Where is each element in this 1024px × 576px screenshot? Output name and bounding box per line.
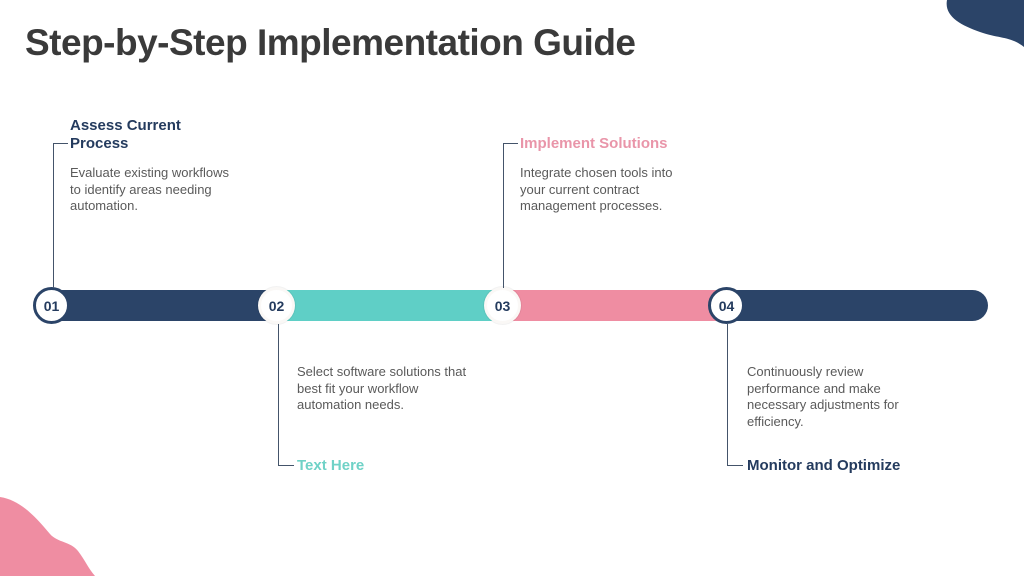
timeline-node-01: 01 [33, 287, 70, 324]
page-title: Step-by-Step Implementation Guide [25, 22, 636, 63]
corner-blob-top-right-shape [946, 0, 1024, 47]
timeline-node-04: 04 [708, 287, 745, 324]
connector-step-1 [53, 143, 68, 288]
timeline-segment-3 [502, 290, 726, 321]
corner-blob-bottom-left-shape [0, 497, 95, 576]
corner-blob-top-right [946, 0, 1024, 47]
connector-step-4 [727, 324, 743, 466]
timeline-segment-1 [36, 290, 276, 321]
step-4-title: Monitor and Optimize [747, 457, 901, 474]
corner-blob-bottom-left [0, 497, 95, 576]
step-4-description: Continuously review performance and make… [747, 364, 899, 429]
step-3-title: Implement Solutions [520, 135, 668, 152]
step-3-description: Integrate chosen tools into your current… [520, 165, 673, 213]
step-2-title: Text Here [297, 457, 365, 474]
timeline-bar [36, 290, 988, 321]
connector-step-3 [503, 143, 518, 288]
step-1-description: Evaluate existing workflows to identify … [70, 165, 229, 213]
timeline-node-02: 02 [258, 287, 295, 324]
timeline-node-03: 03 [484, 287, 521, 324]
connector-step-2 [278, 324, 294, 466]
timeline-segment-4 [726, 290, 988, 321]
step-2-description: Select software solutions that best fit … [297, 364, 467, 412]
step-1-title: Assess Current Process [70, 117, 181, 152]
timeline-segment-2 [276, 290, 502, 321]
